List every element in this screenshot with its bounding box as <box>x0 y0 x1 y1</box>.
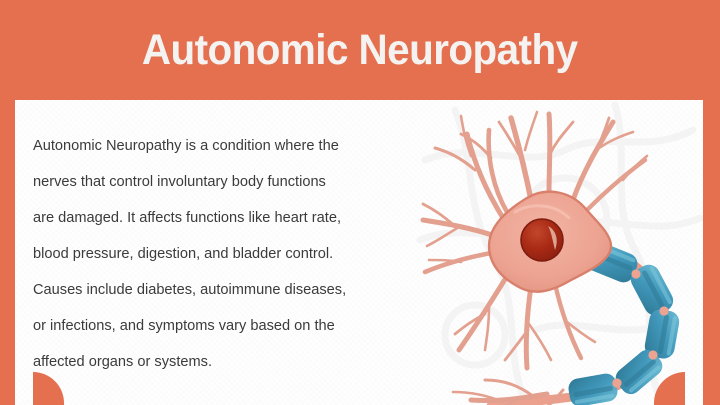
body-line: are damaged. It affects functions like h… <box>33 210 341 226</box>
body-paragraph: Autonomic Neuropathy is a condition wher… <box>33 128 415 380</box>
body-line: nerves that control involuntary body fun… <box>33 174 326 190</box>
body-line: or infections, and symptoms vary based o… <box>33 318 335 334</box>
page-title: Autonomic Neuropathy <box>142 25 578 74</box>
axon-terminals <box>451 378 565 405</box>
body-line: affected organs or systems. <box>33 354 212 370</box>
body-line: Autonomic Neuropathy is a condition wher… <box>33 138 339 154</box>
body-line: blood pressure, digestion, and bladder c… <box>33 246 334 262</box>
header-band: Autonomic Neuropathy <box>0 0 720 100</box>
neuron-illustration <box>415 100 703 405</box>
content-card: Autonomic Neuropathy is a condition wher… <box>15 100 703 405</box>
body-line: Causes include diabetes, autoimmune dise… <box>33 282 347 298</box>
nodes-of-ranvier <box>612 269 669 388</box>
nucleus <box>520 218 564 262</box>
